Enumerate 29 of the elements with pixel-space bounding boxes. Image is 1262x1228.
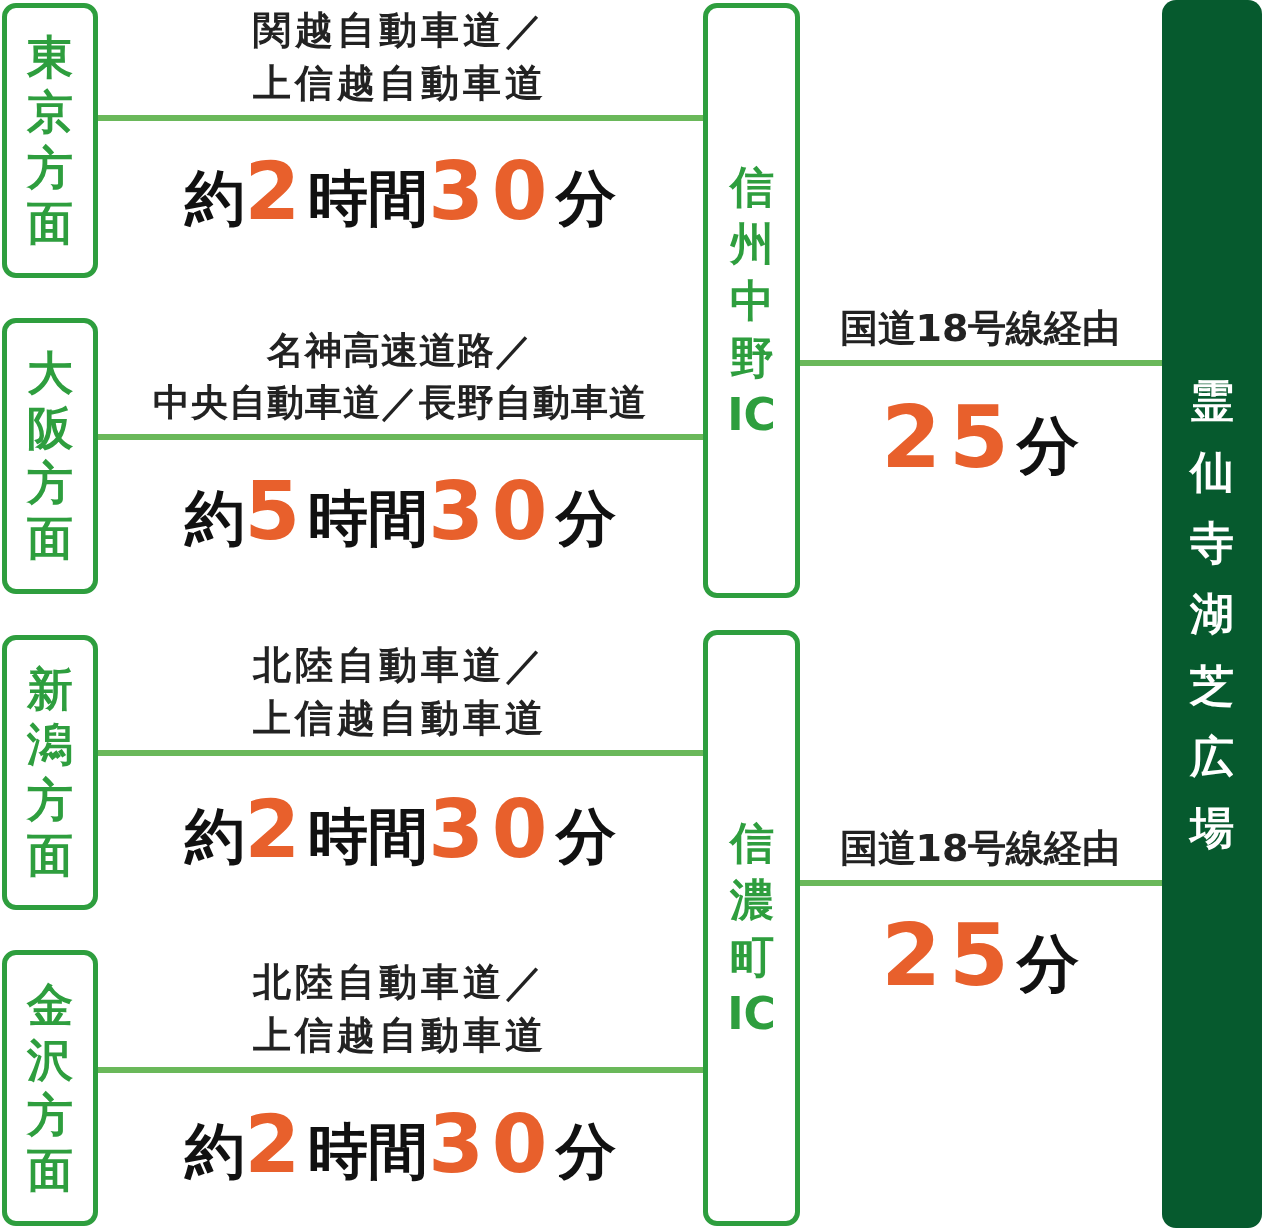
route-label: 名神高速道路／中央自動車道／長野自動車道 [152,328,648,427]
place-name: 信州中野IC [729,159,774,443]
place-name: 信濃町IC [729,815,774,1042]
route-line [98,115,703,121]
direction-box [2,318,98,594]
interchange-box [703,630,800,1226]
direction-box [2,950,98,1226]
travel-time: 25分 [881,394,1079,480]
direction-box [2,3,98,278]
destination-box [1162,0,1262,1228]
route-line [98,750,703,756]
place-name: 霊仙寺湖芝広場 [1190,373,1234,856]
route-label: 国道18号線経由 [838,304,1122,352]
place-name: 新潟方面 [27,662,73,883]
route-label: 北陸自動車道／上信越自動車道 [251,641,548,742]
travel-time: 約5時間30分 [184,472,616,552]
route-line [98,1067,703,1073]
place-name: 金沢方面 [27,977,73,1199]
route-line [800,360,1162,366]
route-line [800,880,1162,886]
travel-time: 25分 [881,912,1079,998]
interchange-box [703,3,800,598]
place-name: 東京方面 [27,30,73,251]
place-name: 大阪方面 [27,345,73,567]
direction-box [2,635,98,910]
route-label: 北陸自動車道／上信越自動車道 [251,958,548,1059]
route-label: 国道18号線経由 [838,824,1122,872]
route-label: 関越自動車道／上信越自動車道 [252,6,548,107]
route-line [98,434,703,440]
